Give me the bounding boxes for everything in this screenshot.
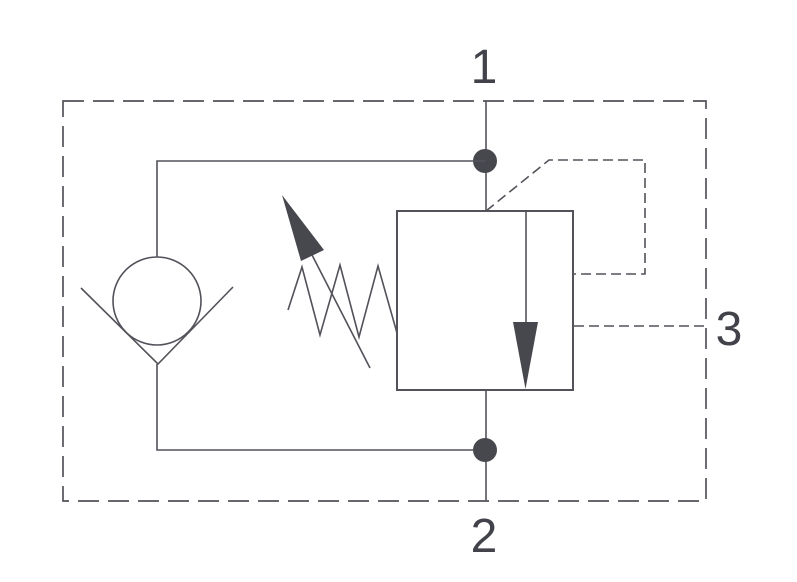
junction-dot-bottom — [473, 438, 497, 462]
flow-path-arrowhead-icon — [513, 322, 538, 389]
port-1-label: 1 — [471, 41, 498, 94]
check-valve-seat-icon — [80, 286, 234, 366]
spring-icon — [287, 261, 398, 341]
pilot-line-top-loop — [485, 159, 646, 275]
port-2: 2 — [471, 390, 498, 563]
check-valve-branch — [80, 160, 485, 451]
adjustment-arrow-shaft — [310, 252, 371, 369]
port-3: 3 — [716, 303, 743, 356]
port-3-label: 3 — [716, 303, 743, 356]
port-1: 1 — [471, 41, 498, 211]
relief-valve — [282, 195, 574, 391]
check-valve-ball-icon — [112, 256, 202, 346]
port-2-label: 2 — [471, 510, 498, 563]
adjustment-arrow-head-icon — [282, 195, 324, 261]
check-valve-bottom-line — [156, 364, 485, 451]
check-valve-top-line — [156, 160, 485, 257]
valve-body — [396, 210, 574, 391]
pilot-lines — [485, 159, 706, 327]
enclosure-boundary — [62, 100, 707, 502]
